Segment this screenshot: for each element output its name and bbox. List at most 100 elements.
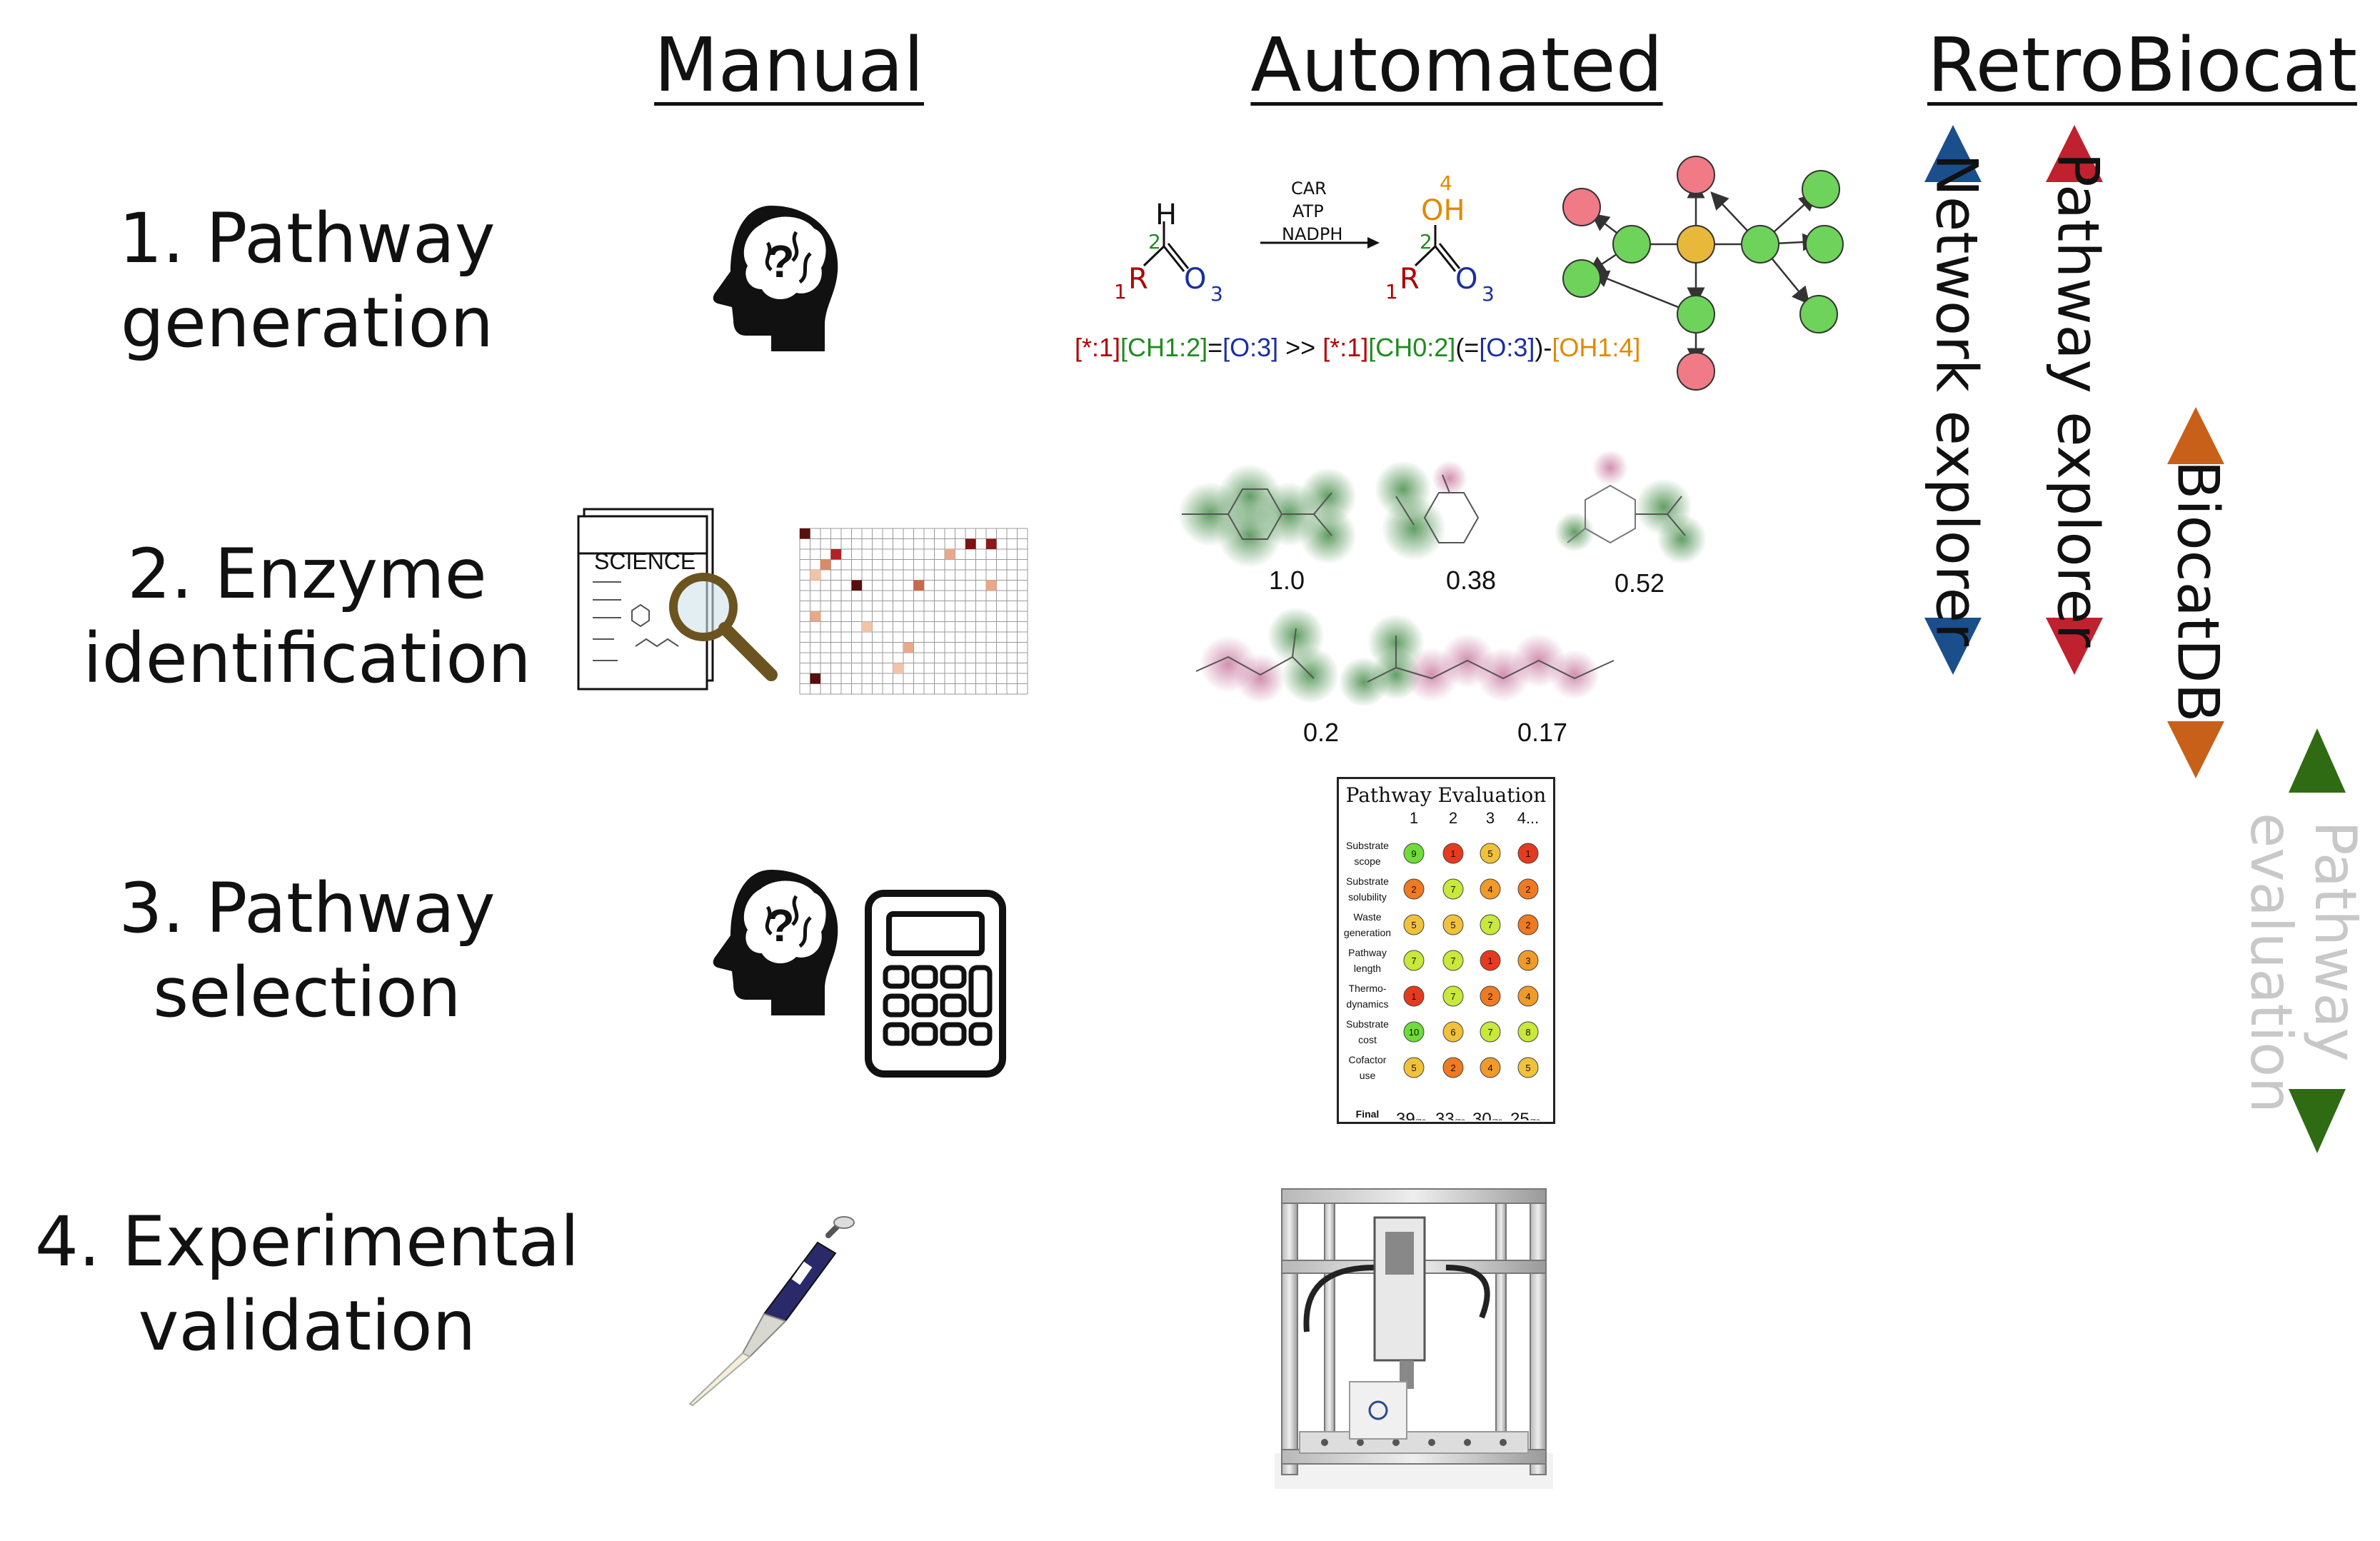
evaluation-score-value: 5	[1411, 920, 1416, 930]
smarts-part: [CH0:2]	[1368, 333, 1456, 362]
evaluation-score-dot	[1517, 914, 1539, 935]
smarts-part: [*:1]	[1075, 333, 1121, 362]
enzyme-substrate-grid	[799, 528, 1028, 695]
evaluation-score-value: 6	[1450, 1027, 1455, 1038]
pathway-explorer-arrow	[2046, 125, 2103, 675]
smarts-part: >>	[1278, 333, 1323, 362]
pathway-evaluation-arrow	[2289, 728, 2346, 1153]
evaluation-column-header: 2	[1449, 809, 1457, 827]
evaluation-score-value: 7	[1487, 1027, 1492, 1038]
evaluation-score-value: 1	[1411, 991, 1416, 1002]
grid-hit-cell	[986, 580, 997, 591]
evaluation-score-value: 7	[1450, 955, 1455, 966]
evaluation-score-value: 8	[1525, 1027, 1530, 1038]
evaluation-row-label: cost	[1358, 1034, 1377, 1045]
evaluation-score-dot	[1442, 1021, 1464, 1043]
step-3-line2: selection	[153, 953, 461, 1033]
grid-hit-cell	[965, 538, 976, 549]
evaluation-score-dot	[1403, 1057, 1425, 1078]
evaluation-row-label: length	[1354, 963, 1381, 974]
reaction-scheme: H R O 1 2 3 CAR ATP NADPH 4 OH R O 1 2 3	[1100, 171, 1521, 328]
atom-label-3-product: 3	[1482, 282, 1495, 306]
pathway-evaluation-label-text: Pathway evaluation	[2238, 813, 2369, 1113]
step-1-line1: 1. Pathway	[119, 199, 496, 278]
atom-label-3: 3	[1210, 282, 1223, 306]
evaluation-score-dot	[1442, 878, 1464, 900]
smarts-part: [O:3]	[1222, 333, 1279, 362]
calculator-icon	[865, 890, 1006, 1078]
evaluation-score-dot	[1403, 914, 1425, 935]
atom-label-2: 2	[1148, 230, 1161, 254]
biocatdb-arrow	[2167, 407, 2224, 778]
evaluation-row-label: Cofactor	[1349, 1054, 1387, 1065]
similarity-molecules	[1178, 450, 1707, 707]
evaluation-row-label: Substrate	[1346, 1018, 1389, 1030]
step-experimental-validation: 4. Experimental validation	[14, 1200, 600, 1368]
step-1-line2: generation	[120, 283, 494, 363]
reaction-smarts: [*:1][CH1:2]=[O:3] >> [*:1][CH0:2](=[O:3…	[1075, 333, 1640, 363]
smarts-part: [O:3]	[1479, 333, 1535, 362]
evaluation-final-label: Final	[1356, 1108, 1380, 1120]
evaluation-score-dot	[1403, 985, 1425, 1007]
evaluation-score-dot	[1403, 843, 1425, 864]
atom-label-2-product: 2	[1420, 230, 1432, 254]
similarity-score-1: 1.0	[1268, 566, 1305, 595]
evaluation-score-value: 2	[1525, 920, 1530, 930]
header-retrobiocat: RetroBiocat	[1927, 21, 2358, 109]
similarity-score-3: 0.52	[1614, 568, 1665, 598]
evaluation-score-value: 2	[1411, 884, 1416, 895]
science-label: SCIENCE	[594, 548, 696, 574]
evaluation-row-label: Substrate	[1346, 840, 1389, 851]
evaluation-score-value: 9	[1411, 848, 1416, 859]
evaluation-final-score: 39/70	[1396, 1110, 1426, 1120]
evaluation-score-dot	[1480, 914, 1501, 935]
smarts-part: =	[1207, 333, 1223, 362]
pipette-icon	[688, 1216, 855, 1407]
svg-text:?: ?	[766, 900, 794, 951]
grid-hit-cell	[810, 611, 820, 622]
pathway-explorer-label: Pathway explorer	[2044, 152, 2112, 648]
atom-label-1: 1	[1114, 280, 1127, 303]
step-4-line2: validation	[138, 1286, 476, 1366]
evaluation-score-value: 1	[1525, 848, 1530, 859]
evaluation-row-label: Pathway	[1348, 947, 1387, 958]
network-explorer-arrow	[1924, 125, 1982, 675]
evaluation-column-header: 4...	[1517, 809, 1540, 827]
step-4-line1: 4. Experimental	[34, 1202, 580, 1282]
reagent-nadph: NADPH	[1282, 224, 1343, 244]
evaluation-column-header: 3	[1486, 809, 1495, 827]
evaluation-score-value: 3	[1525, 955, 1530, 966]
evaluation-score-dot	[1403, 950, 1425, 971]
evaluation-score-dot	[1480, 1057, 1501, 1078]
evaluation-score-dot	[1517, 843, 1539, 864]
evaluation-row-label: solubility	[1348, 891, 1387, 903]
similarity-score-5: 0.17	[1517, 718, 1568, 747]
step-2-line1: 2. Enzyme	[127, 534, 487, 614]
evaluation-score-dot	[1517, 878, 1539, 900]
grid-hit-cell	[851, 580, 862, 591]
evaluation-score-value: 10	[1409, 1027, 1419, 1038]
smarts-part: )-	[1535, 333, 1552, 362]
grid-hit-cell	[830, 549, 841, 560]
grid-hit-cell	[862, 621, 873, 632]
evaluation-score-value: 7	[1450, 991, 1455, 1002]
evaluation-score-value: 5	[1450, 920, 1455, 930]
evaluation-score-dot	[1517, 950, 1539, 971]
similarity-score-4: 0.2	[1302, 718, 1340, 747]
evaluation-score-value: 2	[1525, 884, 1530, 895]
thinking-head-icon-2: ?	[713, 870, 838, 1015]
evaluation-score-value: 4	[1487, 884, 1492, 895]
network-explorer-label: Network explorer	[1923, 154, 1990, 646]
atom-label-4: 4	[1440, 171, 1452, 195]
evaluation-score-value: 7	[1450, 884, 1455, 895]
evaluation-row-label: Thermo-	[1349, 983, 1387, 994]
evaluation-score-value: 1	[1450, 848, 1455, 859]
step-enzyme-identification: 2. Enzyme identification	[14, 532, 600, 701]
evaluation-row-label: generation	[1344, 927, 1391, 938]
evaluation-score-value: 5	[1487, 848, 1492, 859]
evaluation-score-dot	[1517, 1057, 1539, 1078]
evaluation-row-label: scope	[1354, 855, 1381, 867]
grid-hit-cell	[810, 673, 820, 684]
reagent-car: CAR	[1291, 179, 1327, 199]
